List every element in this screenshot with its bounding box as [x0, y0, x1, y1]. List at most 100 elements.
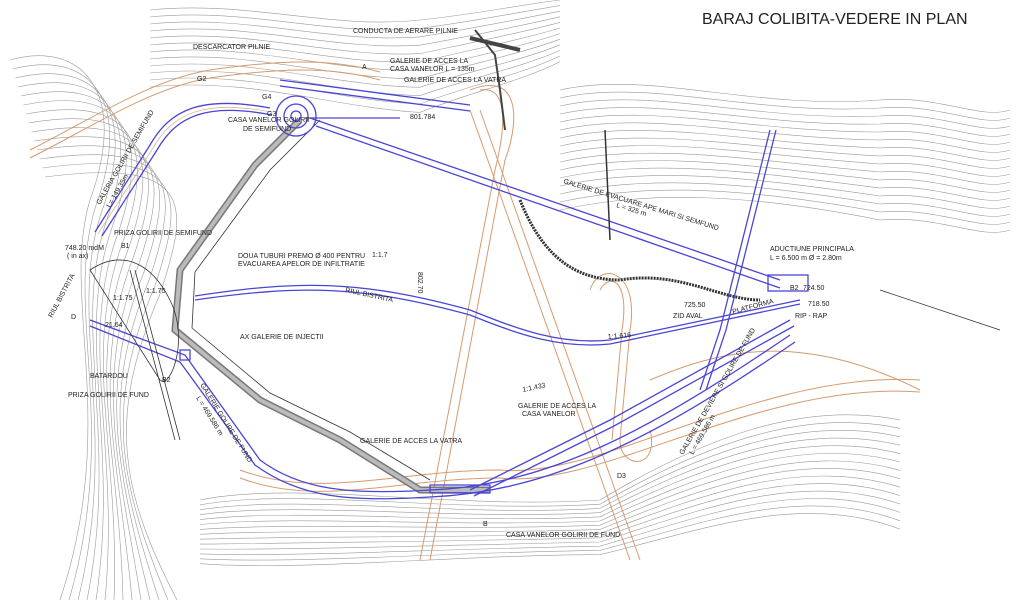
label-tuburi-2: EVACUAREA APELOR DE INFILTRATIE — [238, 261, 365, 268]
label-acces-vatra-top: GALERIE DE ACCES LA VATRA — [404, 77, 506, 84]
contour-line — [559, 84, 1011, 113]
contour-line — [45, 172, 178, 601]
label-b2-right: B2 — [790, 285, 799, 292]
contour-line — [559, 160, 1011, 193]
label-acces-casa: GALERIE DE ACCES LA — [390, 58, 469, 65]
contour-line — [559, 114, 1011, 145]
labels: CONDUCTA DE AERARE PILNIE DESCARCATOR PI… — [48, 28, 855, 539]
contour-line — [199, 422, 901, 507]
contour-line — [28, 118, 144, 601]
label-batardou: BATARDOU — [90, 373, 128, 380]
contour-line — [9, 55, 105, 601]
label-casa-semifund: CASA VANELOR GOLIRII — [228, 117, 309, 124]
label-elevation-748: 748.20 mdM — [65, 245, 104, 252]
label-d3: D3 — [617, 473, 626, 480]
contour-line — [199, 437, 901, 515]
label-acces-vatra-bottom: GALERIE DE ACCES LA VATRA — [360, 438, 462, 445]
label-aductiune: ADUCTIUNE PRINCIPALA — [770, 246, 854, 253]
contour-line — [559, 197, 1011, 233]
contour-line — [199, 445, 901, 520]
contour-line — [559, 107, 1011, 137]
contour-lines — [9, 0, 1011, 601]
contour-line — [199, 483, 901, 545]
label-deviere: GALERIE DE DEVIERE SI GOLIRE DE FUND — [679, 327, 757, 456]
label-slope-1-1.616: 1:1.616 — [608, 332, 632, 341]
label-priza-fund: PRIZA GOLIRII DE FUND — [68, 392, 149, 399]
contour-line — [18, 82, 121, 601]
label-elevation-718.50: 718.50 — [808, 301, 830, 308]
label-b2-left: B2 — [162, 377, 171, 384]
label-a: A — [362, 64, 367, 71]
contour-line — [39, 154, 166, 601]
label-value-21.64: 21.64 — [105, 322, 123, 329]
label-acces-casa-length: CASA VANELOR L = 135m — [390, 66, 475, 73]
contour-line — [199, 505, 901, 561]
contour-line — [26, 109, 138, 601]
contour-line — [199, 452, 901, 525]
label-slope-1-1.433: 1:1.433 — [522, 382, 546, 394]
label-elevation-801: 801.784 — [410, 114, 435, 121]
label-g2: G2 — [197, 76, 206, 83]
contour-line — [559, 91, 1011, 121]
label-elevation-724.50: 724.50 — [803, 285, 825, 292]
contour-line — [36, 145, 160, 601]
label-g3: G3 — [267, 111, 276, 118]
contour-line — [149, 10, 561, 39]
contour-line — [199, 490, 901, 550]
contour-line — [559, 145, 1011, 177]
misc-lines — [89, 29, 1001, 441]
contour-line — [23, 100, 132, 601]
label-slope-1-1.7: 1:1.7 — [372, 252, 388, 259]
label-slope-1-1.75-b: 1:1.75 — [146, 288, 166, 295]
contour-line — [559, 99, 1011, 129]
contour-line — [559, 167, 1011, 201]
label-galerie-golire-fund: GALERIE GOLIRE DE FUND — [198, 382, 253, 464]
contour-line — [12, 64, 110, 601]
label-casa-fund: CASA VANELOR GOLIRII DE FUND — [506, 532, 620, 539]
label-elevation-802: 802.70 — [416, 272, 423, 294]
label-riul-bistrita-left: RIUL BISTRITA — [48, 272, 77, 319]
contour-line — [559, 137, 1011, 169]
label-acces-casa-bottom: GALERIE DE ACCES LA — [518, 403, 597, 410]
contour-line — [149, 0, 561, 23]
label-in-ax: ( in ax) — [67, 253, 88, 260]
label-conducta-aerare: CONDUCTA DE AERARE PILNIE — [353, 28, 458, 35]
contour-line — [199, 414, 901, 503]
contour-line — [149, 55, 561, 105]
label-ax-injectii: AX GALERIE DE INJECTII — [240, 334, 324, 341]
label-slope-1-1.75-a: 1:1.75 — [113, 295, 133, 302]
contour-line — [149, 61, 561, 113]
label-d: D — [71, 314, 76, 321]
contour-line — [199, 460, 901, 530]
contour-line — [559, 122, 1011, 153]
label-priza-semifund: PRIZA GOLIRII DE SEMIFUND — [114, 230, 212, 237]
contour-line — [20, 91, 127, 601]
contour-line — [559, 130, 1011, 161]
label-aductiune-spec: L = 6.500 m Ø = 2.80m — [770, 255, 842, 262]
label-zid-aval: ZID AVAL — [673, 313, 703, 320]
label-b: B — [483, 521, 488, 528]
contour-line — [559, 182, 1011, 217]
label-casa-semifund-2: DE SEMIFUND — [243, 126, 291, 133]
contour-line — [34, 136, 155, 601]
contour-line — [149, 27, 561, 63]
drawing-title: BARAJ COLIBITA-VEDERE IN PLAN — [702, 11, 968, 28]
contour-line — [42, 163, 172, 601]
label-acces-casa-bottom-2: CASA VANELOR — [522, 411, 576, 418]
contour-line — [199, 475, 901, 540]
dam-body — [171, 117, 490, 494]
contour-line — [199, 498, 901, 555]
contour-line — [149, 50, 561, 96]
label-elevation-725.50: 725.50 — [684, 302, 706, 309]
contour-line — [559, 189, 1011, 225]
contour-line — [149, 16, 561, 47]
contour-line — [149, 5, 561, 31]
contour-line — [199, 513, 901, 566]
access-roads — [29, 61, 921, 561]
contour-line — [149, 22, 561, 55]
label-rip-rap: RIP - RAP — [795, 313, 827, 320]
contour-line — [149, 38, 561, 80]
contour-line — [199, 468, 901, 535]
galleries — [89, 79, 809, 500]
